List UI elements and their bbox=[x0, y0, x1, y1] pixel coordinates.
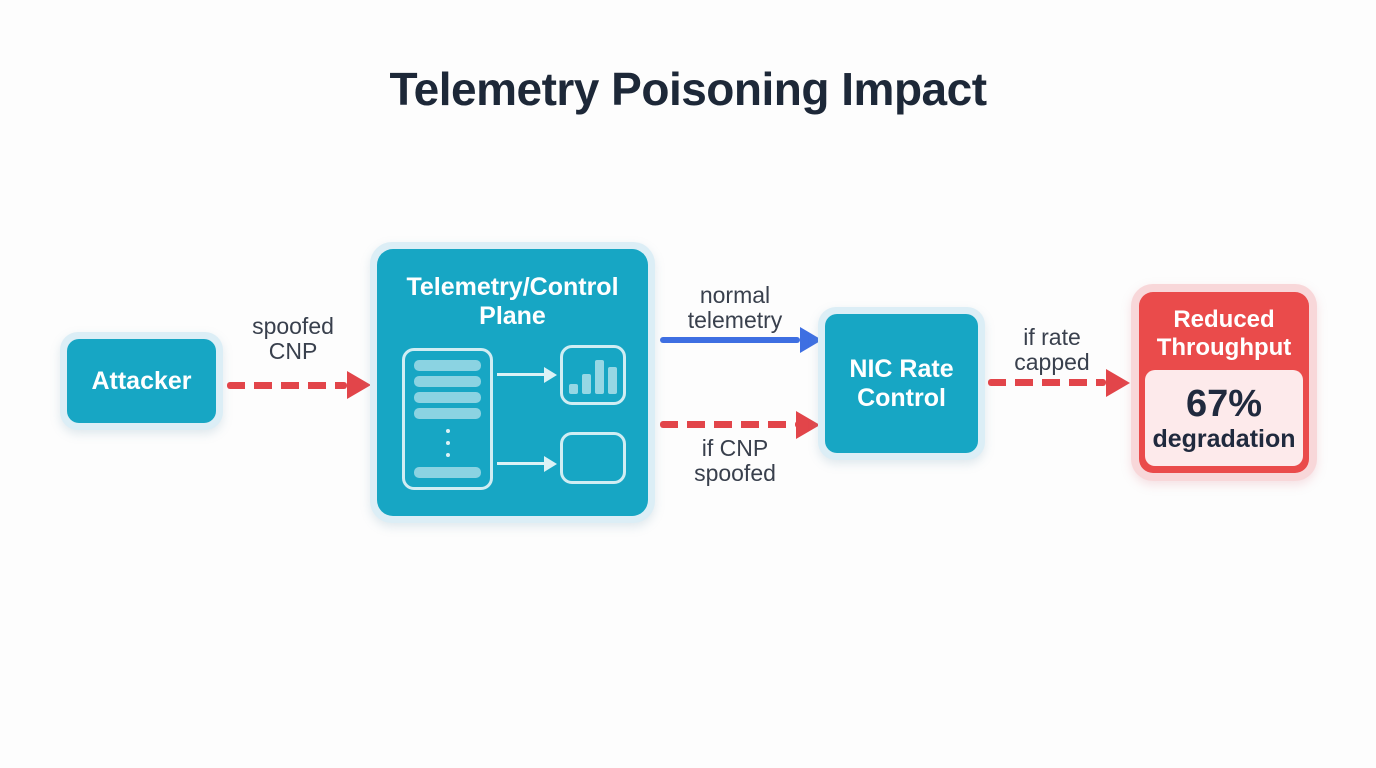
degradation-panel: 67% degradation bbox=[1145, 370, 1303, 466]
internal-arrowhead-icon bbox=[544, 367, 557, 383]
edge-label-normal-telemetry: normal telemetry bbox=[687, 282, 783, 333]
edge-line-spoofed-cnp bbox=[227, 382, 347, 389]
node-reduced-throughput-body: Reduced Throughput 67% degradation bbox=[1139, 292, 1309, 473]
server-list-icon bbox=[402, 348, 493, 490]
internal-arrow-line bbox=[497, 373, 544, 376]
edge-line-normal-telemetry bbox=[660, 337, 800, 343]
arrowhead-normal-telemetry-icon bbox=[800, 327, 822, 353]
edge-label-spoofed-cnp: spoofed CNP bbox=[252, 313, 334, 364]
edge-label-if-rate-capped: if rate capped bbox=[1014, 324, 1090, 375]
server-list-bar bbox=[414, 392, 481, 403]
internal-arrow-line bbox=[497, 462, 544, 465]
node-attacker-label: Attacker bbox=[91, 366, 192, 395]
degradation-caption: degradation bbox=[1152, 425, 1296, 453]
node-telemetry-plane-label: Telemetry/Control Plane bbox=[406, 273, 619, 330]
node-nic-rate-control-label: NIC Rate Control bbox=[849, 354, 954, 412]
node-telemetry-plane-body: Telemetry/Control Plane bbox=[377, 249, 648, 516]
empty-box-icon bbox=[560, 432, 626, 484]
edge-line-if-rate-capped bbox=[988, 379, 1106, 386]
ellipsis-dots-icon bbox=[414, 424, 481, 462]
node-telemetry-plane: Telemetry/Control Plane bbox=[370, 242, 655, 523]
degradation-value: 67% bbox=[1185, 383, 1263, 425]
page-title: Telemetry Poisoning Impact bbox=[389, 63, 987, 115]
node-reduced-throughput: Reduced Throughput 67% degradation bbox=[1131, 284, 1317, 481]
node-nic-rate-control-body: NIC Rate Control bbox=[825, 314, 978, 453]
bar-chart-icon bbox=[560, 345, 626, 405]
arrowhead-spoofed-cnp-icon bbox=[347, 371, 371, 399]
arrowhead-if-rate-capped-icon bbox=[1106, 369, 1130, 397]
server-list-bar bbox=[414, 408, 481, 419]
node-attacker: Attacker bbox=[60, 332, 223, 430]
node-attacker-body: Attacker bbox=[67, 339, 216, 423]
server-list-bar bbox=[414, 376, 481, 387]
edge-label-if-cnp-spoofed: if CNP spoofed bbox=[694, 435, 776, 486]
server-list-bar bbox=[414, 360, 481, 371]
server-list-bar bbox=[414, 467, 481, 478]
node-reduced-throughput-label: Reduced Throughput bbox=[1156, 306, 1292, 361]
internal-arrowhead-icon bbox=[544, 456, 557, 472]
edge-line-if-cnp-spoofed bbox=[660, 421, 796, 428]
arrowhead-if-cnp-spoofed-icon bbox=[796, 411, 820, 439]
node-nic-rate-control: NIC Rate Control bbox=[818, 307, 985, 460]
